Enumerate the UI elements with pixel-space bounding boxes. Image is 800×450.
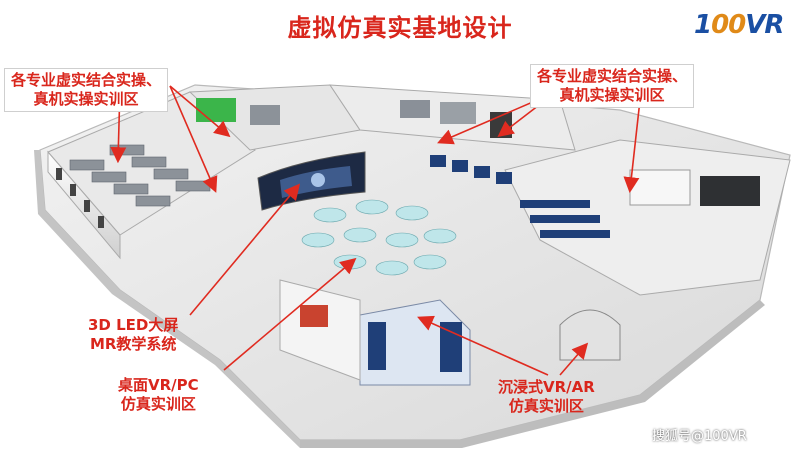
page-title: 虚拟仿真实基地设计 xyxy=(287,14,513,42)
left-training-room xyxy=(47,91,256,260)
label-top-right-zone: 各专业虚实结合实操、真机实操实训区 xyxy=(530,64,695,108)
watermark: 搜狐号@100VR xyxy=(652,429,747,444)
label-top-left-zone: 各专业虚实结合实操、真机实操实训区 xyxy=(4,68,169,112)
right-training-room xyxy=(430,139,791,296)
brand-logo: 100VR xyxy=(694,10,784,40)
desktop-vr-area xyxy=(301,199,457,276)
callout-arrows xyxy=(110,85,641,376)
